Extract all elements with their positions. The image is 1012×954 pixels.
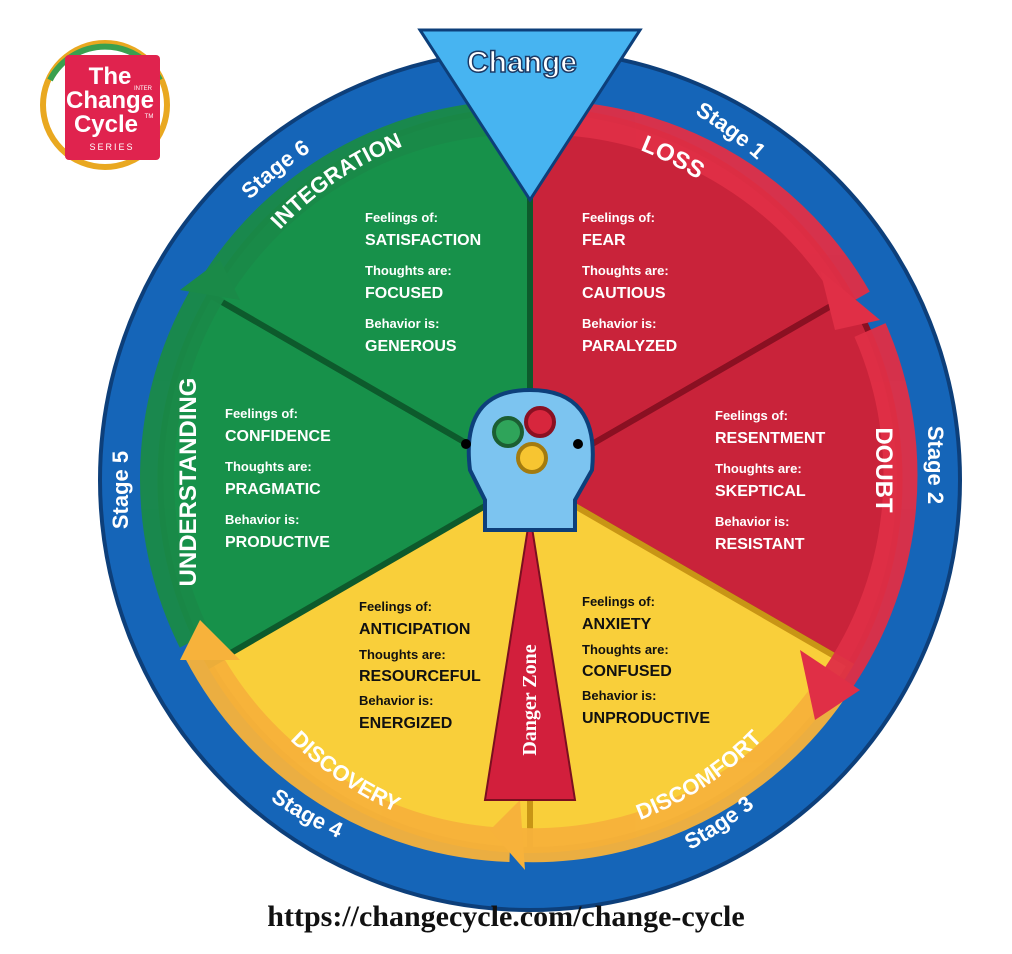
- logo-change: Change: [66, 87, 154, 114]
- feelings-label: Feelings of:: [715, 408, 788, 423]
- feelings-label: Feelings of:: [225, 406, 298, 421]
- arrow-integration: [205, 101, 502, 290]
- danger-zone-label: Danger Zone: [519, 644, 541, 755]
- behavior-label: Behavior is:: [359, 693, 433, 708]
- thoughts-value: RESOURCEFUL: [359, 668, 481, 685]
- segment-text-doubt: Feelings of: RESENTMENT Thoughts are: SK…: [715, 408, 825, 553]
- segment-text-discomfort: Feelings of: ANXIETY Thoughts are: CONFU…: [582, 594, 710, 727]
- logo: The INTER Change Cycle TM SERIES: [40, 40, 170, 170]
- arrow-understanding: [140, 281, 225, 648]
- segment-text-understanding: Feelings of: CONFIDENCE Thoughts are: PR…: [225, 406, 331, 551]
- feelings-value: SATISFACTION: [365, 232, 481, 249]
- behavior-label: Behavior is:: [715, 514, 789, 529]
- arrowhead-discomfort: [490, 800, 525, 870]
- behavior-label: Behavior is:: [582, 316, 656, 331]
- thoughts-value: SKEPTICAL: [715, 483, 806, 500]
- gear-red-icon: [524, 406, 556, 438]
- segment-text-integration: Feelings of: SATISFACTION Thoughts are: …: [365, 210, 481, 355]
- thoughts-value: FOCUSED: [365, 285, 443, 302]
- feelings-label: Feelings of:: [365, 210, 438, 225]
- thoughts-value: CAUTIOUS: [582, 285, 666, 302]
- arrow-discovery: [184, 642, 511, 862]
- arrow-label-understanding: UNDERSTANDING: [175, 378, 202, 587]
- behavior-label: Behavior is:: [365, 316, 439, 331]
- source-url[interactable]: https://changecycle.com/change-cycle: [267, 900, 745, 933]
- logo-inter: INTER: [134, 86, 153, 92]
- behavior-value: RESISTANT: [715, 536, 805, 553]
- logo-series: SERIES: [89, 142, 134, 152]
- arrow-doubt: [816, 323, 918, 701]
- change-triangle: [417, 28, 643, 203]
- gear-yellow-icon: [516, 442, 548, 474]
- behavior-value: ENERGIZED: [359, 715, 452, 732]
- feelings-value: CONFIDENCE: [225, 428, 331, 445]
- thoughts-value: CONFUSED: [582, 663, 672, 680]
- gear-green-icon: [492, 416, 524, 448]
- logo-the: The: [89, 63, 132, 90]
- arrowhead-doubt: [800, 650, 860, 720]
- feelings-label: Feelings of:: [582, 594, 655, 609]
- head-icon: [461, 387, 595, 532]
- logo-cycle: Cycle: [74, 111, 138, 138]
- logo-tm: TM: [145, 114, 154, 120]
- behavior-value: GENEROUS: [365, 338, 457, 355]
- behavior-label: Behavior is:: [225, 512, 299, 527]
- feelings-value: ANTICIPATION: [359, 621, 470, 638]
- behavior-value: UNPRODUCTIVE: [582, 710, 710, 727]
- thoughts-label: Thoughts are:: [582, 263, 669, 278]
- thoughts-label: Thoughts are:: [365, 263, 452, 278]
- change-label: Change: [467, 46, 577, 79]
- feelings-value: ANXIETY: [582, 616, 652, 633]
- segment-text-discovery: Feelings of: ANTICIPATION Thoughts are: …: [359, 599, 481, 732]
- feelings-value: FEAR: [582, 232, 626, 249]
- behavior-value: PARALYZED: [582, 338, 677, 355]
- feelings-label: Feelings of:: [582, 210, 655, 225]
- arrowhead-discovery: [180, 620, 240, 660]
- danger-zone: [483, 514, 577, 801]
- arrow-bands: [140, 101, 918, 863]
- stage-5-label: Stage 5: [108, 451, 133, 529]
- thoughts-label: Thoughts are:: [715, 461, 802, 476]
- feelings-label: Feelings of:: [359, 599, 432, 614]
- arrow-discomfort: [519, 680, 844, 863]
- thoughts-value: PRAGMATIC: [225, 481, 321, 498]
- behavior-value: PRODUCTIVE: [225, 534, 330, 551]
- arrowhead-understanding: [180, 260, 240, 300]
- behavior-label: Behavior is:: [582, 688, 656, 703]
- feelings-value: RESENTMENT: [715, 430, 825, 447]
- thoughts-label: Thoughts are:: [359, 647, 446, 662]
- arrow-label-doubt: DOUBT: [870, 427, 897, 513]
- segment-text-loss: Feelings of: FEAR Thoughts are: CAUTIOUS…: [582, 210, 677, 355]
- stage-2-label: Stage 2: [923, 426, 948, 504]
- thoughts-label: Thoughts are:: [582, 642, 669, 657]
- thoughts-label: Thoughts are:: [225, 459, 312, 474]
- arrow-loss: [559, 101, 870, 309]
- arrowhead-loss: [820, 270, 880, 330]
